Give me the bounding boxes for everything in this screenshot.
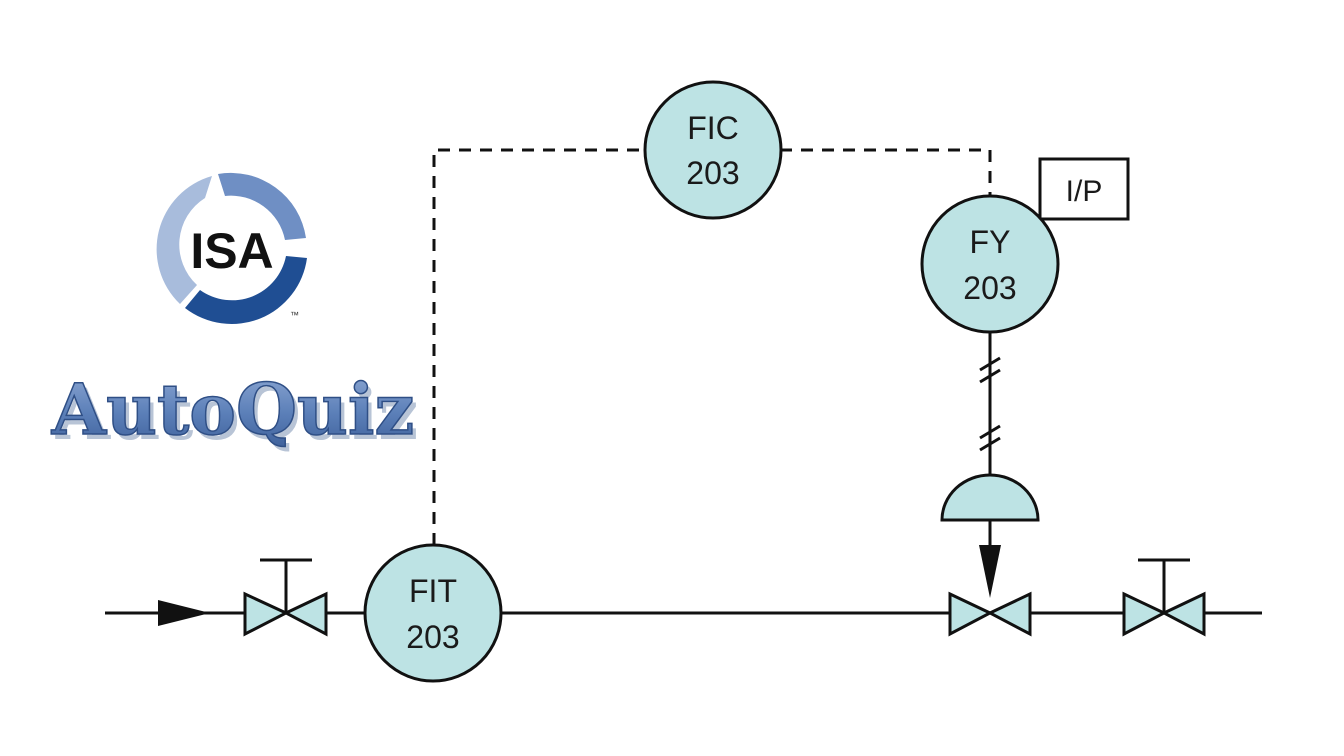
control-valve[interactable] (940, 473, 1040, 637)
pneumatic-hash-3 (979, 424, 1001, 440)
hand-valve-inlet[interactable] (243, 558, 328, 637)
instrument-fit[interactable]: FIT 203 (363, 543, 503, 683)
valve-body-right (282, 591, 328, 637)
logo-arc-left (156, 176, 212, 304)
autoquiz-shadow: AutoQuiz (55, 373, 418, 456)
instrument-tag-function: FIC (687, 110, 739, 146)
ip-box-label: I/P (1066, 175, 1103, 208)
signal-lines (432, 148, 992, 545)
instrument-bubble (920, 194, 1060, 334)
logo-arc-top (218, 172, 306, 240)
valve-body-right (986, 591, 1032, 637)
pneumatic-hash-4 (979, 436, 1001, 452)
logo-trademark: ™ (290, 310, 299, 320)
hand-valve-outlet[interactable] (1122, 558, 1206, 637)
pneumatic-hash-1 (979, 356, 1001, 372)
pneumatic-hash-2 (979, 368, 1001, 384)
instrument-fy[interactable]: FY 203 (920, 194, 1060, 334)
diaphragm-actuator (940, 473, 1040, 522)
signal-line-fit-to-fic (432, 148, 646, 545)
instrument-tag-function: FIT (409, 573, 457, 609)
valve-body-left (243, 591, 290, 637)
flow-direction-arrow (158, 600, 210, 626)
ip-converter-box[interactable]: I/P (1038, 157, 1130, 221)
isa-logo: ISA ™ (156, 172, 308, 325)
pneumatic-signal-line (979, 330, 1001, 474)
instrument-bubble (643, 80, 783, 220)
autoquiz-text: AutoQuiz (51, 368, 414, 451)
valve-stem-arrow (979, 545, 1001, 598)
instrument-bubble (363, 543, 503, 683)
instrument-fic[interactable]: FIC 203 (643, 80, 783, 220)
instrument-tag-function: FY (970, 224, 1011, 260)
instrument-tag-number: 203 (686, 155, 739, 191)
valve-body-left (948, 591, 994, 637)
signal-line-fic-to-fy (780, 148, 992, 198)
logo-brand-text: ISA (190, 223, 273, 279)
valve-body-left (1122, 591, 1168, 637)
instrument-tag-number: 203 (406, 619, 459, 655)
valve-body-right (1160, 591, 1206, 637)
instrument-tag-number: 203 (963, 270, 1016, 306)
autoquiz-logo: AutoQuiz AutoQuiz (50, 367, 418, 456)
ip-box-frame (1038, 157, 1130, 221)
logo-arc-bottom (185, 256, 307, 325)
